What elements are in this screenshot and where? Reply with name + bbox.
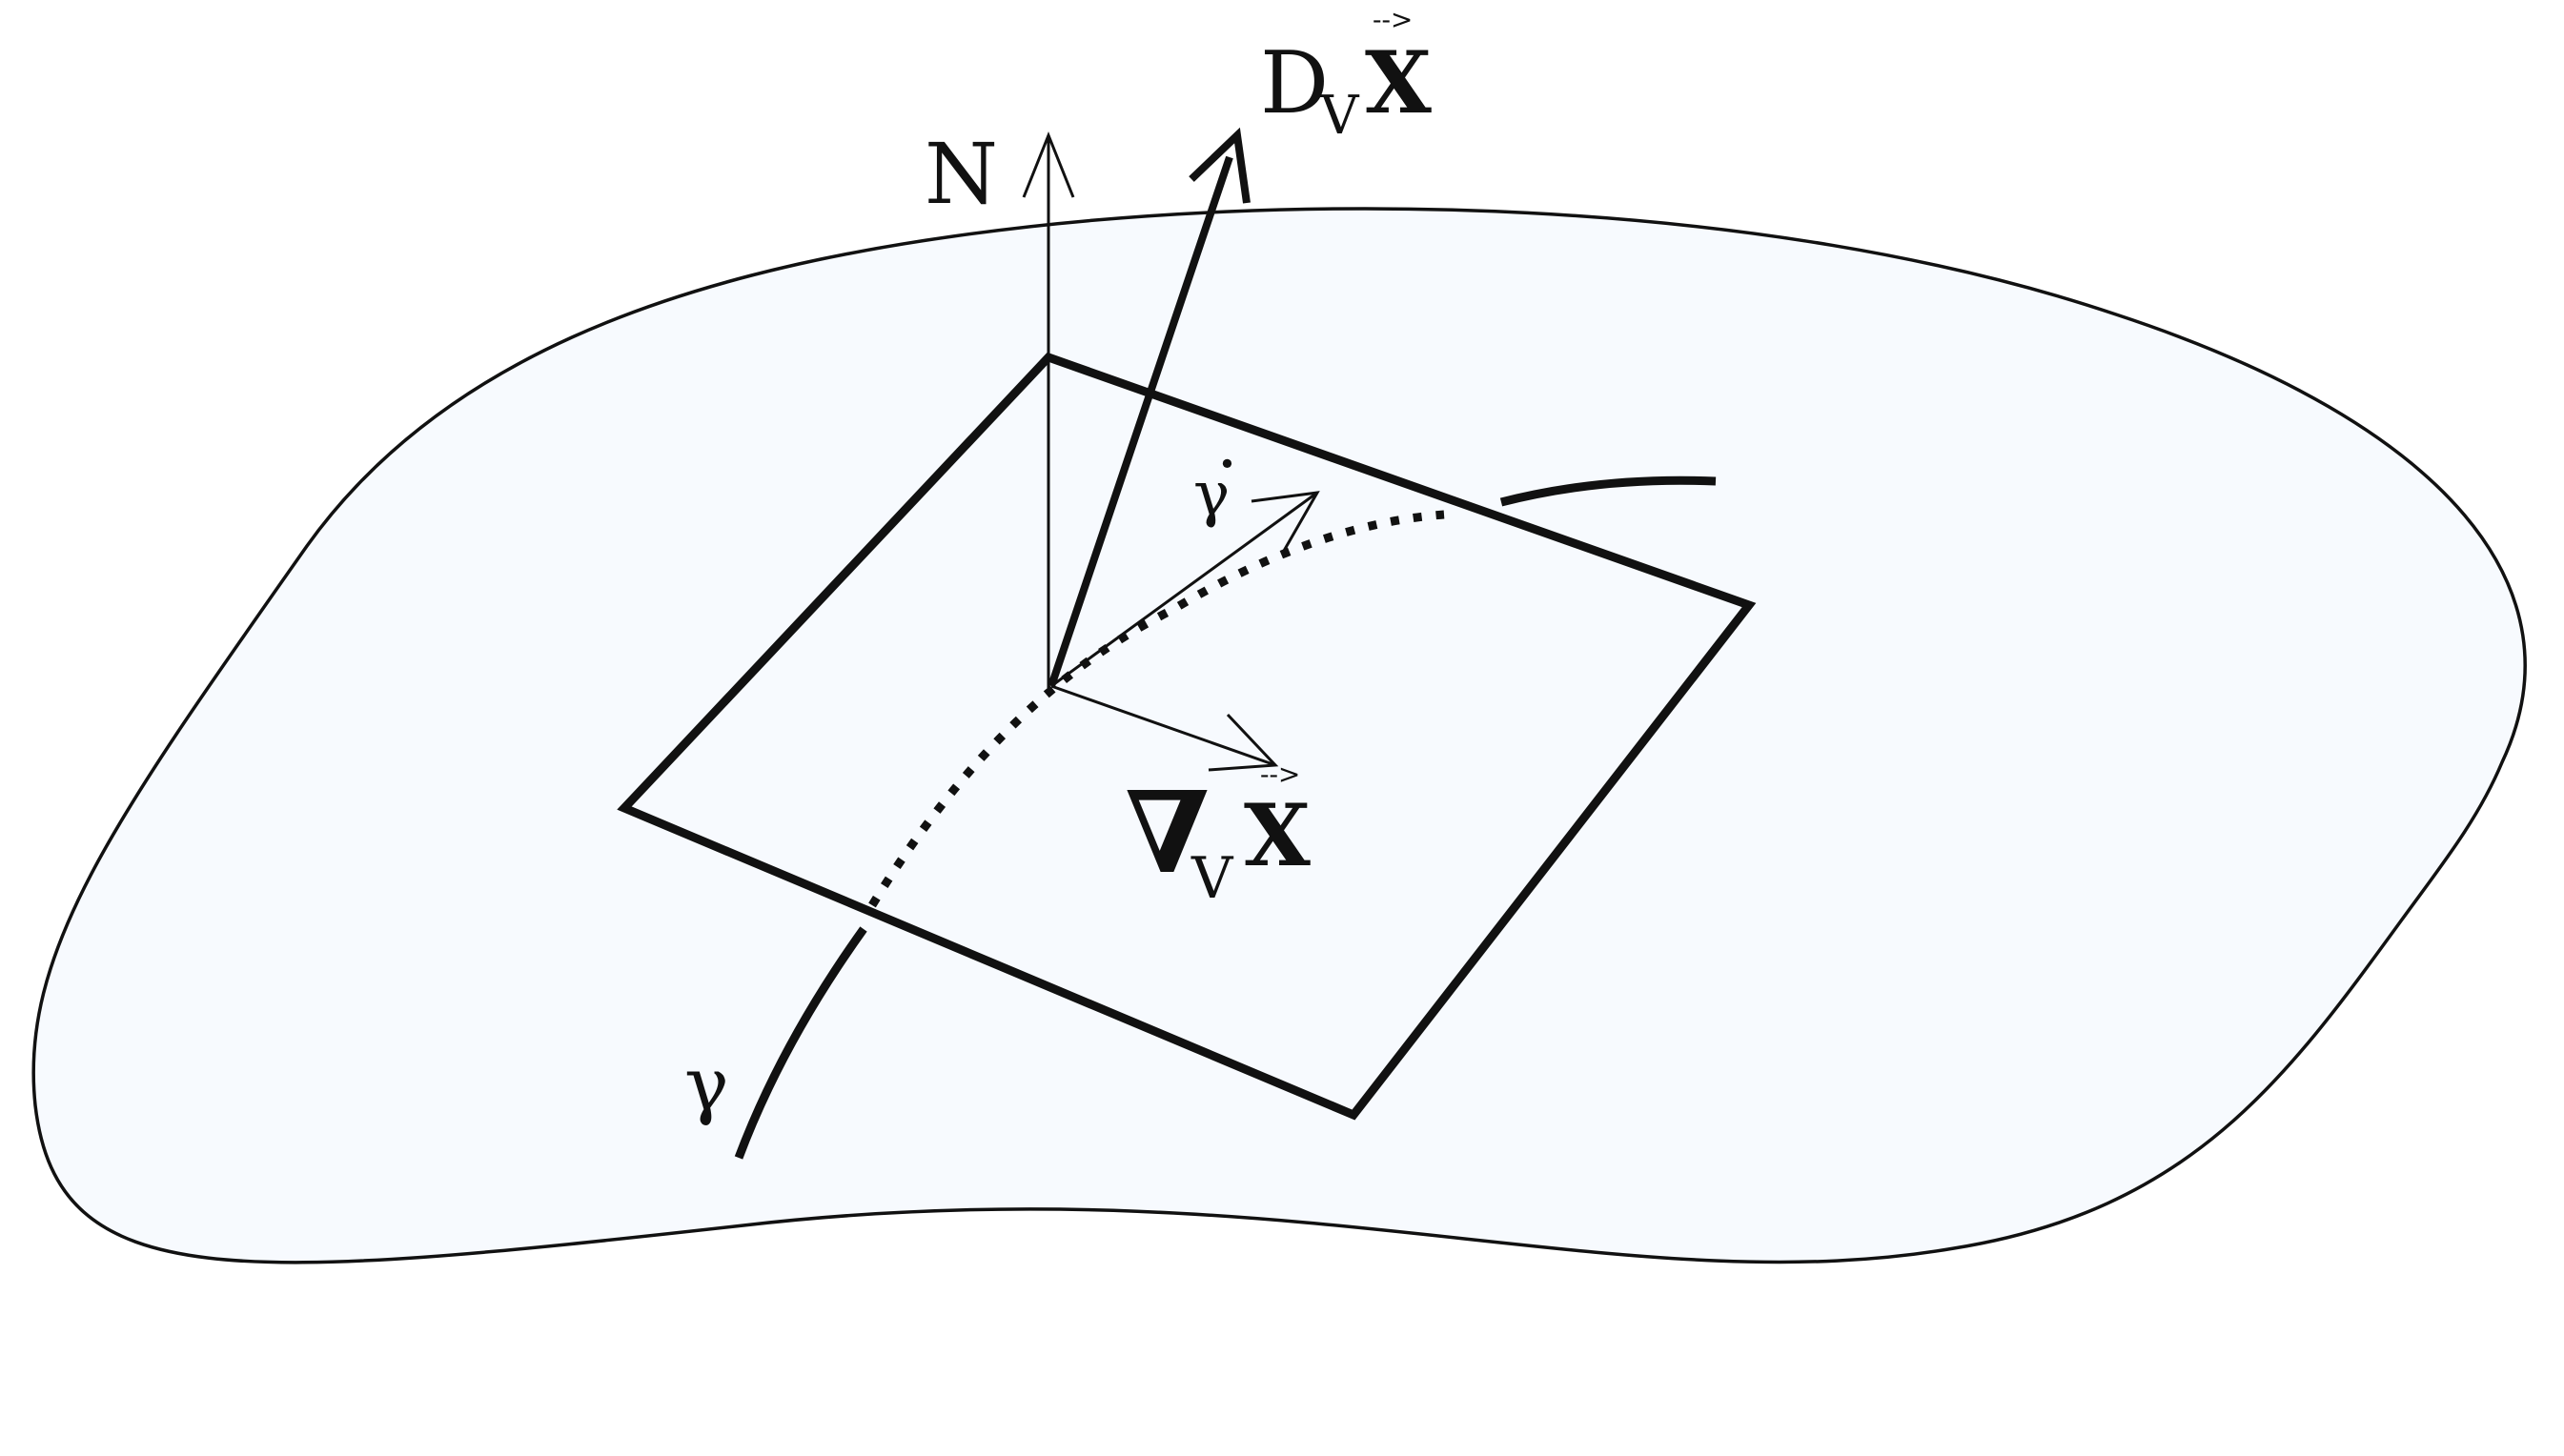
tangent-plane [617, 352, 1757, 1121]
label-normal: N [925, 125, 998, 223]
label-gamma-dot-accent: • [1218, 446, 1236, 482]
label-ambient-subscript: V [1319, 85, 1360, 147]
curve-gamma-lower [734, 926, 867, 1160]
normal-arrowhead-icon [1022, 131, 1075, 198]
covariant-arrowhead-icon [1208, 713, 1279, 772]
ambient-derivative-arrowhead-icon [1189, 127, 1251, 204]
surface [31, 207, 2527, 1264]
label-curve-gamma: γ [684, 1042, 729, 1128]
curve-gamma-dotted [868, 510, 1445, 908]
label-covariant-field-accent: --> [1260, 758, 1300, 790]
tangent-vector-gamma-dot [1050, 491, 1318, 688]
label-covariant-field: X [1244, 785, 1311, 886]
label-gamma-dot: γ [1193, 459, 1230, 530]
tangent-arrowhead-icon [1251, 491, 1320, 552]
label-ambient-field: X [1365, 32, 1432, 133]
covariant-derivative-vector [1050, 684, 1276, 767]
label-nabla-subscript: V [1190, 845, 1234, 912]
curve-gamma-upper [1499, 475, 1717, 507]
ambient-derivative-vector [1048, 155, 1233, 688]
label-ambient-field-accent: --> [1373, 4, 1413, 35]
label-ambient-derivative: D [1260, 33, 1329, 133]
label-nabla: ∇ [1125, 766, 1210, 899]
